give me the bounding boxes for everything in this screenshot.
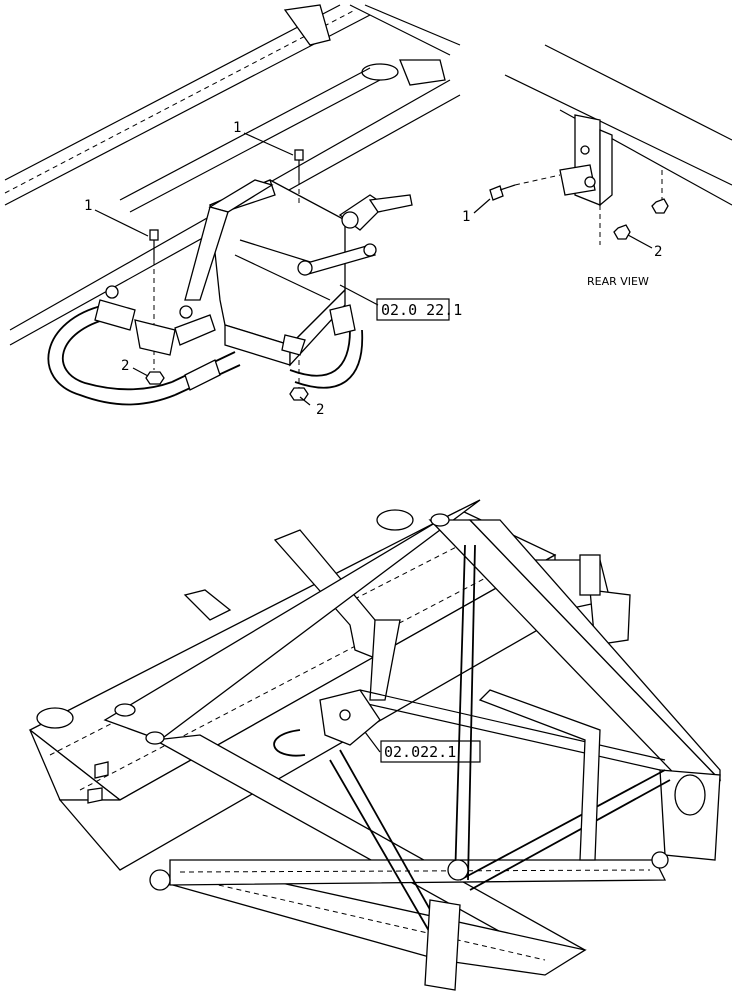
leader-line (339, 284, 379, 306)
callout-1: 1 (462, 209, 470, 225)
callout-2: 2 (654, 244, 662, 260)
top-detail-view: 1 1 2 2 02.0 22.1 (4, 4, 462, 418)
hose-fitting (281, 304, 356, 356)
leader-line (94, 209, 149, 237)
nut (651, 198, 669, 214)
leader-line (299, 396, 311, 406)
leader-line (243, 132, 294, 156)
rear-view-label: REAR VIEW (587, 275, 649, 288)
nut (145, 360, 309, 401)
elbow-fitting (559, 145, 596, 196)
valve-assembly-small (273, 689, 381, 757)
reference-number: 02.022.1 (384, 743, 456, 761)
bottom-overview: 02.022.1 (28, 499, 722, 991)
hose-fitting (94, 285, 221, 391)
reference-box (376, 298, 450, 321)
elbow-fitting (338, 194, 413, 231)
leader-line (364, 731, 381, 753)
rear-detail-view: 1 2 REAR VIEW (462, 44, 732, 288)
leader-line (627, 234, 653, 249)
leader-line (473, 198, 491, 214)
callout-2: 2 (316, 402, 324, 418)
reference-box (380, 740, 481, 763)
callout-1: 1 (233, 120, 241, 136)
bolt (489, 174, 561, 201)
reference-number: 02.0 22.1 (381, 301, 462, 319)
callout-1: 1 (84, 198, 92, 214)
control-lever (184, 179, 377, 301)
nut (613, 224, 631, 240)
frame-beam (4, 4, 461, 346)
leader-line (132, 367, 149, 377)
callout-2: 2 (121, 358, 129, 374)
